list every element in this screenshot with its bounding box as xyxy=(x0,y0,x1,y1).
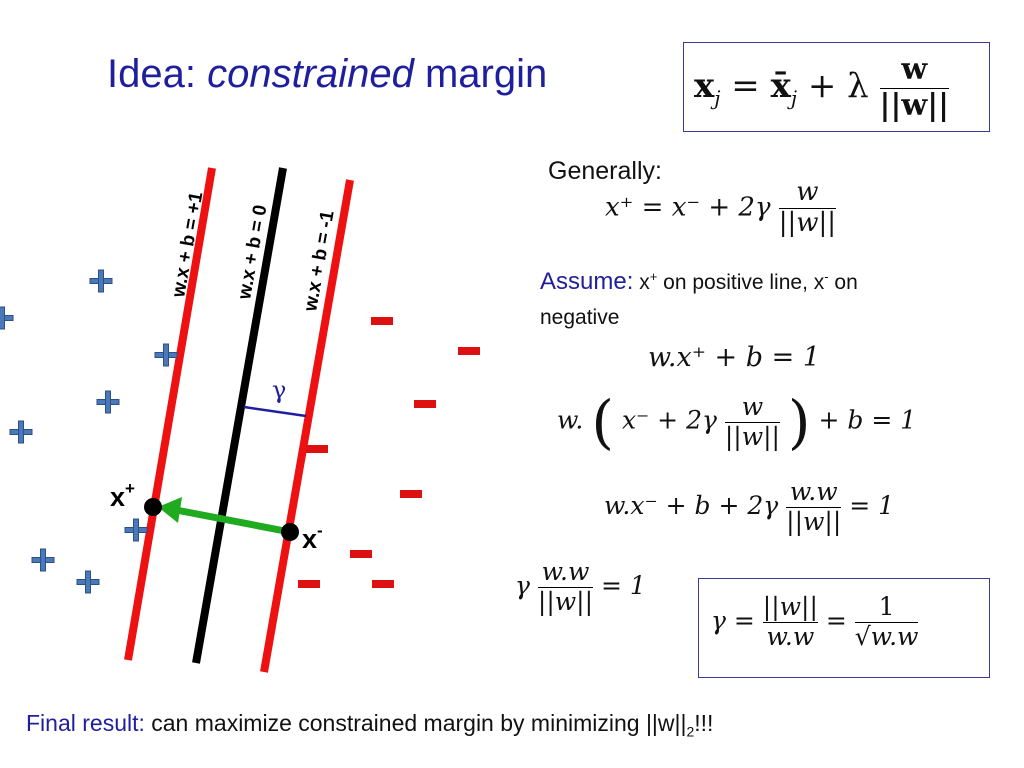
eq4-den: ||w|| xyxy=(537,586,593,616)
minus-mark xyxy=(350,550,372,558)
generally-num: w xyxy=(796,177,819,207)
result-num2: 1 xyxy=(878,592,895,621)
x-plus-letter: x xyxy=(110,482,125,512)
assume-line2: negative xyxy=(540,306,620,329)
derivation-eq3: w.x⁻ + b + 2γ w.w ||w|| = 1 xyxy=(604,477,895,537)
assume-line1: Assume: x+ on positive line, x- on xyxy=(540,268,858,296)
top-formula-bar: x̄ xyxy=(770,66,791,106)
minus-mark xyxy=(371,317,393,325)
x-plus-point xyxy=(144,498,162,516)
assume-text1: x xyxy=(639,271,650,294)
plus-mark xyxy=(31,548,55,572)
minus-mark xyxy=(372,580,394,588)
eq4-right: = 1 xyxy=(600,570,646,600)
eq2-paren-open: ( xyxy=(591,388,614,456)
top-formula-bar-sub: j xyxy=(790,85,798,110)
eq3-num: w.w xyxy=(789,477,838,506)
generally-den: ||w|| xyxy=(778,207,837,238)
minus-mark xyxy=(414,400,436,408)
svm-diagram: w.x + b = +1 w.x + b = 0 w.x + b = -1 γ … xyxy=(0,167,480,673)
eq4-left: γ xyxy=(515,570,530,600)
top-formula: xj = x̄j + λ w ||w|| xyxy=(694,52,950,123)
result-den1: w.w xyxy=(762,621,818,652)
plus-mark xyxy=(96,390,120,414)
result-eq: γ = ||w|| w.w = 1 √w.w xyxy=(711,592,919,652)
result-frac2: 1 √w.w xyxy=(854,592,919,652)
eq3-left: w.x⁻ + b + 2γ xyxy=(604,490,779,520)
eq2-left: w. xyxy=(557,405,584,435)
minus-mark xyxy=(298,580,320,588)
minus-mark xyxy=(306,445,328,453)
top-formula-lhs: x xyxy=(694,66,715,106)
eq3-frac: w.w ||w|| xyxy=(786,477,842,537)
title-suffix: margin xyxy=(413,52,548,96)
eq3-right: = 1 xyxy=(849,490,895,520)
gamma-label: γ xyxy=(272,376,286,404)
final-tail: !!! xyxy=(694,710,714,736)
assume-label: Assume: xyxy=(540,268,634,295)
result-den2: √w.w xyxy=(854,621,919,651)
plus-mark xyxy=(0,306,14,330)
generally-label: Generally: xyxy=(548,157,662,185)
eq3-den: ||w|| xyxy=(786,506,842,536)
top-formula-lhs-sub: j xyxy=(714,85,721,110)
top-formula-num: w xyxy=(901,52,928,87)
derivation-eq4: γ w.w ||w|| = 1 xyxy=(515,557,646,617)
positive-margin-line xyxy=(124,167,216,661)
x-plus-label: x+ xyxy=(110,479,135,512)
eq2-paren-close: ) xyxy=(787,388,811,456)
generally-lhs: x⁺ = x⁻ + 2γ xyxy=(605,192,771,223)
top-formula-frac: w ||w|| xyxy=(879,52,950,123)
result-frac1: ||w|| w.w xyxy=(762,592,818,652)
x-minus-point xyxy=(281,523,299,541)
negative-margin-line xyxy=(260,179,354,673)
eq2-frac: w ||w|| xyxy=(724,391,780,452)
minus-mark xyxy=(400,490,422,498)
plus-mark xyxy=(9,420,33,444)
derivation-eq1: w.x⁺ + b = 1 xyxy=(648,342,821,373)
result-lhs: γ = xyxy=(711,605,755,635)
final-text: can maximize constrained margin by minim… xyxy=(144,710,687,736)
eq2-den: ||w|| xyxy=(724,421,780,451)
title-italic: constrained xyxy=(207,52,414,96)
plus-mark xyxy=(89,269,113,293)
final-label: Final result: xyxy=(26,710,145,736)
top-formula-box: xj = x̄j + λ w ||w|| xyxy=(683,42,990,132)
eq4-num: w.w xyxy=(541,557,590,586)
title-prefix: Idea: xyxy=(107,52,208,96)
assume-sup1: + xyxy=(649,269,658,284)
top-formula-eq: = xyxy=(720,66,771,106)
derivation-eq2: w. ( x⁻ + 2γ w ||w|| ) + b = 1 xyxy=(557,388,916,456)
result-mid: = xyxy=(825,605,847,635)
eq2-right: + b = 1 xyxy=(818,405,917,435)
top-formula-plus: + λ xyxy=(797,66,869,106)
eq2-inner: x⁻ + 2γ xyxy=(621,405,717,435)
slide-title: Idea: constrained margin xyxy=(107,52,547,97)
gamma-segment xyxy=(243,405,307,418)
plus-mark xyxy=(124,518,148,542)
assume-sup2: - xyxy=(824,269,829,284)
x-minus-letter: x xyxy=(302,524,317,554)
decision-boundary-line xyxy=(192,167,287,664)
assume-text3: on xyxy=(828,271,858,294)
final-result: Final result: can maximize constrained m… xyxy=(26,710,713,740)
x-minus-label: x- xyxy=(302,521,323,554)
minus-mark xyxy=(458,347,480,355)
arrow-shaft xyxy=(175,506,291,536)
final-sub: 2 xyxy=(686,723,695,740)
top-formula-den: ||w|| xyxy=(879,87,950,123)
plus-mark xyxy=(154,343,178,367)
arrow-head xyxy=(158,497,182,523)
eq2-num: w xyxy=(741,391,764,421)
x-plus-sup: + xyxy=(125,479,135,498)
generally-frac: w ||w|| xyxy=(778,177,837,239)
eq4-frac: w.w ||w|| xyxy=(537,557,593,617)
assume-text2: on positive line, x xyxy=(657,271,825,294)
result-box: γ = ||w|| w.w = 1 √w.w xyxy=(698,578,990,678)
plus-mark xyxy=(76,570,100,594)
x-minus-sup: - xyxy=(317,521,323,540)
generally-eq: x⁺ = x⁻ + 2γ w ||w|| xyxy=(605,177,837,239)
result-num1: ||w|| xyxy=(762,592,818,621)
